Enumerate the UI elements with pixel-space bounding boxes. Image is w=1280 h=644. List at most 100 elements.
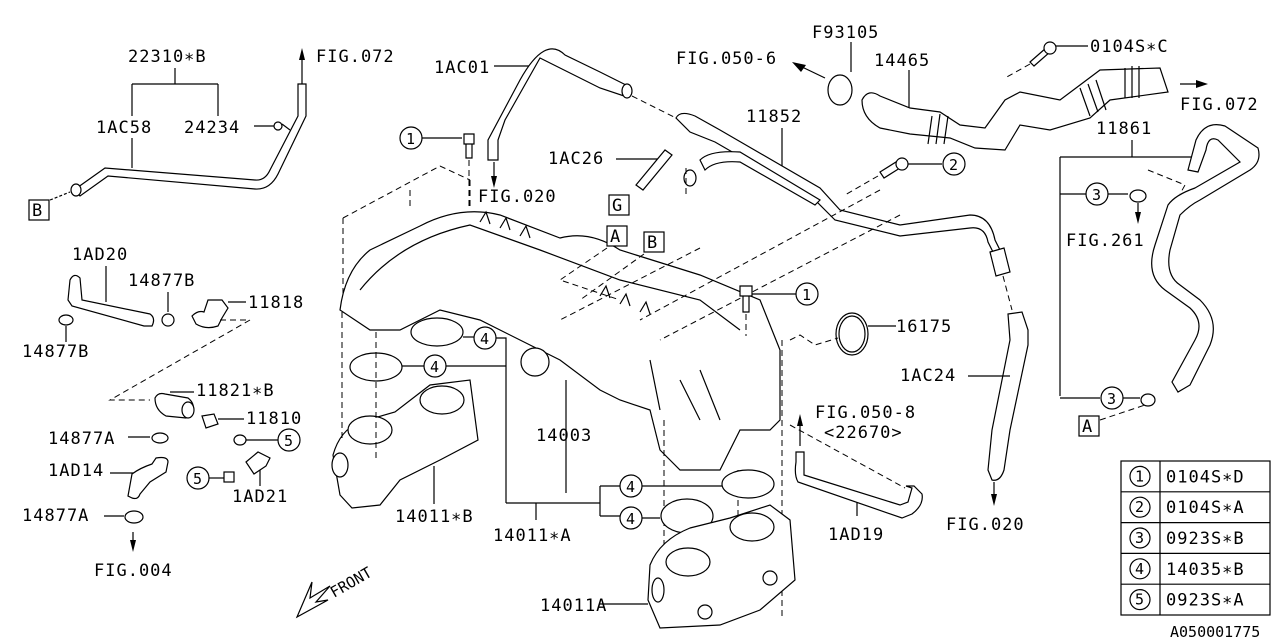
clamp-24234 [273,121,283,131]
front-arrow-icon [295,581,331,619]
label-1ac26[interactable]: 1AC26 [548,149,604,169]
label-1ac24[interactable]: 1AC24 [900,366,956,386]
hose-1ad20-group: 1AD20 14877B 14877B 11818 [22,245,304,401]
legend-part-number[interactable]: 14035∗B [1166,560,1245,580]
diagram-id: A050001775 [1170,623,1260,640]
label-11810[interactable]: 11810 [246,409,302,429]
pipe-11852-group: 11852 [675,107,1013,311]
label-11818[interactable]: 11818 [248,293,304,313]
label-16175[interactable]: 16175 [896,317,952,337]
label-f93105[interactable]: F93105 [812,23,879,43]
label-1ad21[interactable]: 1AD21 [232,487,288,507]
label-11861[interactable]: 11861 [1096,119,1152,139]
label-1ac01[interactable]: 1AC01 [434,58,490,78]
hose-1ac01-group: 1AC01 FIG.020 1AC26 G [434,48,681,216]
callout-1-top-text: 1 [406,130,415,148]
fig-050-6-link[interactable]: FIG.050-6 [676,49,777,69]
label-1ac58[interactable]: 1AC58 [96,118,152,138]
callout-3-bottom-text: 3 [1107,390,1116,408]
legend-part-number[interactable]: 0923S∗B [1166,529,1245,549]
label-14465[interactable]: 14465 [874,51,930,71]
pipe-11852 [675,112,1006,263]
legend-table: 1 0104S∗D 2 0104S∗A 3 0923S∗B 4 14035∗B 5 0923S∗A [1120,460,1271,616]
fig-020-top-link[interactable]: FIG.020 [478,187,557,207]
hose-11861-group: 11861 3 FIG.261 3 A [1059,119,1260,437]
callout-1-right-text: 1 [802,286,811,304]
manifold-14003 [339,211,781,471]
callout-2-text: 2 [949,156,958,174]
legend-row: 4 14035∗B [1129,558,1245,580]
fig-261-link[interactable]: FIG.261 [1066,231,1145,251]
fig-072-left-link[interactable]: FIG.072 [316,47,395,67]
arrow-up-icon [299,48,305,60]
valve-11818 [191,299,229,329]
label-11852[interactable]: 11852 [746,107,802,127]
pipe-1ac58 [73,83,307,197]
legend-ref: 3 [1135,529,1144,547]
connector-a-right-label: A [1082,417,1093,437]
label-1ad19[interactable]: 1AD19 [828,525,884,545]
legend-part-number[interactable]: 0923S∗A [1166,591,1245,611]
gaskets-group: 4 4 14011∗A 4 4 [349,317,775,546]
legend-ref-circle [1129,527,1151,549]
hose-11861 [1151,124,1260,393]
legend-part-number[interactable]: 0104S∗D [1166,467,1245,487]
bolt-icon [463,133,475,159]
legend-ref: 2 [1135,498,1144,516]
label-14877b-top[interactable]: 14877B [128,271,195,291]
hose-1ac26 [635,149,673,191]
callout-5-top-text: 5 [284,432,293,450]
label-1ad20[interactable]: 1AD20 [72,245,128,265]
callout-5-bottom-text: 5 [193,470,202,488]
callout-4-a-text: 4 [480,330,489,348]
fig-050-8-link[interactable]: FIG.050-8 [815,403,916,423]
label-24234[interactable]: 24234 [184,118,240,138]
hose-1ac24 [987,311,1029,481]
clamp-14877a-top [151,432,169,444]
idle-valve [520,347,550,377]
label-22310b[interactable]: 22310∗B [128,47,207,67]
legend-ref-circle [1129,465,1151,487]
arrow-down-icon [130,540,136,552]
connector-a-center-box [606,225,628,247]
fig-072-right-link[interactable]: FIG.072 [1180,95,1259,115]
arrow-down-icon [1135,212,1141,224]
legend-ref: 5 [1135,591,1144,609]
label-14011a[interactable]: 14011A [540,596,607,616]
fig-020-right-link[interactable]: FIG.020 [946,515,1025,535]
part-22310b-group: 22310∗B 1AC58 24234 FIG.072 B [28,47,395,221]
connector-b-box [28,199,50,221]
callout-1-right[interactable] [795,282,819,306]
label-0104sc[interactable]: 0104S∗C [1090,37,1169,57]
gasket-right-upper [721,469,775,499]
connector-a-right-box [1078,415,1100,437]
legend-ref: 4 [1135,560,1144,578]
clamp-5-bottom [223,471,235,483]
fittings-group: 11821∗B 11810 14877A 5 1AD14 1AD21 5 148… [22,381,302,581]
legend-row: 3 0923S∗B [1129,527,1245,549]
label-1ad14[interactable]: 1AD14 [48,461,104,481]
label-14011a-star[interactable]: 14011∗A [493,526,572,546]
clamp-11861-bottom [1140,393,1156,407]
callout-5-top[interactable] [277,428,301,452]
gasket-left-upper [410,317,464,347]
fig-004-link[interactable]: FIG.004 [94,561,173,581]
hose-1ac24-group: 1AC24 FIG.020 [900,311,1029,535]
label-11821b[interactable]: 11821∗B [196,381,275,401]
legend-part-number[interactable]: 0104S∗A [1166,498,1245,518]
label-14877a-bottom[interactable]: 14877A [22,506,89,526]
callout-2-bolt: 2 [844,152,966,196]
label-14003[interactable]: 14003 [536,426,592,446]
label-14877b-left[interactable]: 14877B [22,342,89,362]
connector-b-center-label: B [647,233,658,253]
callout-4-c-text: 4 [626,478,635,496]
callout-2[interactable] [942,152,966,176]
callout-4-b-text: 4 [430,358,439,376]
hose-1ad19-group: FIG.050-8 <22670> 1AD19 [789,403,923,545]
label-14011b[interactable]: 14011∗B [395,507,474,527]
hose-1ad21 [245,451,271,475]
legend-ref: 1 [1135,467,1144,485]
throttle-body-14011b: 14011∗B [331,312,479,527]
label-14877a-top[interactable]: 14877A [48,429,115,449]
